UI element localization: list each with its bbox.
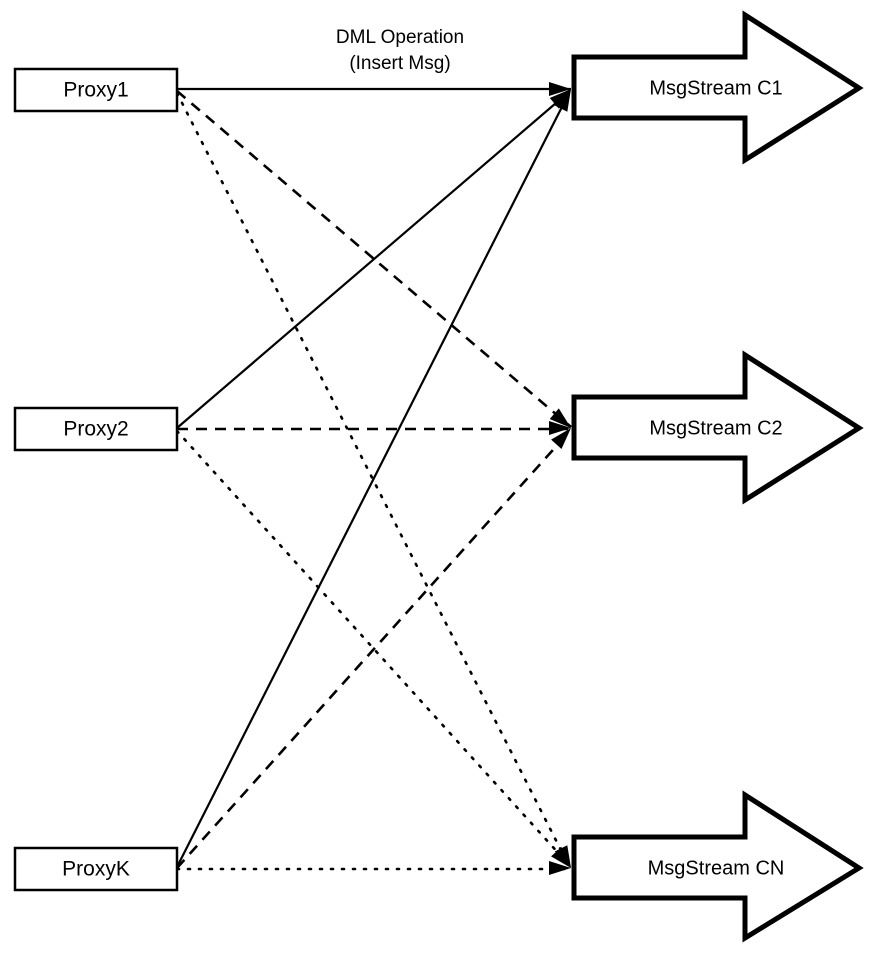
stream-msgstream-c2[interactable]: MsgStream C2	[571, 350, 864, 505]
arrowheads-layer	[549, 82, 571, 875]
msgstream-c2-shape[interactable]	[571, 350, 864, 505]
edge-line-dotted	[175, 91, 571, 868]
arrowhead-c1	[549, 82, 571, 112]
arrowhead-barb	[549, 861, 571, 875]
edge-line-solid	[176, 90, 571, 429]
stream-msgstream-cn[interactable]: MsgStream CN	[571, 790, 864, 943]
arrowhead-barb	[549, 408, 571, 428]
edge-line-dashed	[176, 430, 571, 869]
dml-operation-line1: DML Operation	[336, 27, 464, 48]
edge-line-dotted	[175, 429, 572, 868]
edge-proxy2-to-cn	[175, 429, 572, 868]
arrowhead-barb	[549, 89, 571, 109]
proxy-proxy2[interactable]: Proxy2	[13, 406, 179, 452]
msgstream-c2-label: MsgStream C2	[649, 417, 782, 439]
arrowhead-barb	[551, 428, 571, 450]
msgstream-cn-label: MsgStream CN	[648, 857, 785, 879]
arrowhead-cn	[549, 845, 571, 875]
edge-line-dashed	[176, 90, 572, 428]
proxy1-box[interactable]	[13, 67, 179, 113]
edge-proxyk-to-c2	[176, 430, 571, 869]
proxy2-box[interactable]	[13, 406, 179, 452]
arrowhead-barb	[549, 82, 571, 96]
annotation-dml-operation: DML Operation (Insert Msg)	[336, 27, 464, 74]
edges-layer	[175, 87, 573, 871]
arrowhead-barb	[551, 846, 571, 868]
proxy-proxy1[interactable]: Proxy1	[13, 67, 179, 113]
edge-proxyk-to-c1	[176, 92, 570, 868]
proxy-proxyk[interactable]: ProxyK	[13, 846, 179, 892]
edge-line-solid	[176, 92, 570, 868]
edge-proxy1-to-c2	[176, 90, 572, 428]
dml-operation-line2: (Insert Msg)	[349, 53, 450, 74]
stream-msgstream-c1[interactable]: MsgStream C1	[571, 10, 864, 165]
arrowhead-c2	[549, 408, 571, 450]
arrowhead-barb	[549, 421, 571, 435]
edge-proxy1-to-cn	[175, 91, 571, 868]
msgstream-c1-shape[interactable]	[571, 10, 864, 165]
proxyk-label: ProxyK	[62, 858, 130, 881]
annotations-layer: DML Operation (Insert Msg)	[336, 27, 464, 74]
proxy1-label: Proxy1	[63, 79, 128, 102]
proxy2-label: Proxy2	[63, 418, 128, 441]
proxyk-box[interactable]	[13, 846, 179, 892]
msgstream-c1-label: MsgStream C1	[649, 77, 782, 99]
arrowhead-barb	[554, 89, 571, 112]
edge-proxy2-to-c1	[176, 90, 571, 429]
msgstream-cn-shape[interactable]	[571, 790, 864, 943]
streams-layer: MsgStream C1 MsgStream C2 MsgStream CN	[571, 10, 864, 943]
